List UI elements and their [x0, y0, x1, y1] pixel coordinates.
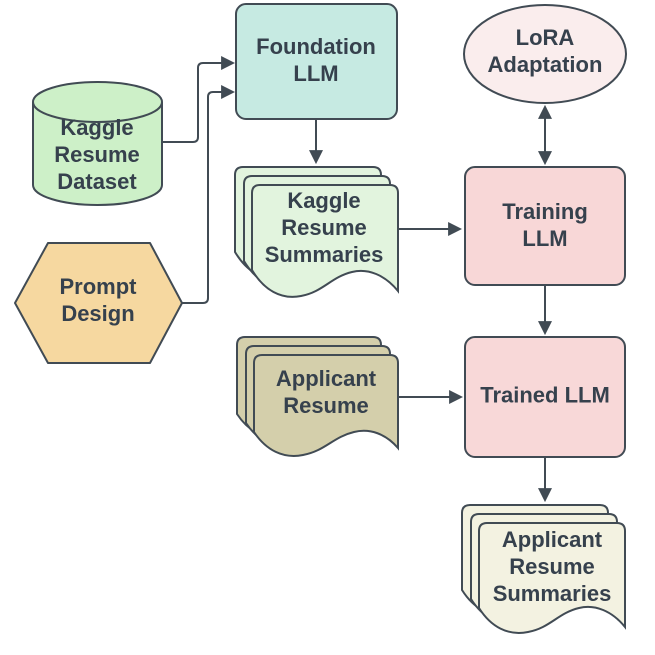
node-prompt-design: [14, 242, 183, 364]
rounded-rect-shape: [464, 166, 626, 286]
node-applicant-resume: [236, 336, 399, 457]
node-kaggle-resume-summaries: [234, 166, 399, 298]
ellipse-shape: [463, 4, 627, 104]
document-front: [478, 522, 626, 634]
node-kaggle-resume-dataset: [32, 81, 163, 206]
node-lora-adaptation: [463, 4, 627, 104]
cylinder-shape: [32, 81, 163, 206]
edge-prompt-to-foundation: [181, 85, 236, 304]
document-front: [251, 184, 399, 298]
rounded-rect-shape: [464, 336, 626, 458]
node-foundation-llm: [235, 3, 398, 120]
node-applicant-resume-summaries: [461, 504, 626, 634]
rounded-rect-shape: [235, 3, 398, 120]
node-trained-llm: [464, 336, 626, 458]
node-training-llm: [464, 166, 626, 286]
edges-layer: [162, 56, 552, 503]
hexagon-shape: [14, 242, 183, 364]
cylinder-rim: [32, 101, 163, 123]
document-front: [253, 354, 399, 457]
edge-dataset-to-foundation: [162, 56, 236, 143]
